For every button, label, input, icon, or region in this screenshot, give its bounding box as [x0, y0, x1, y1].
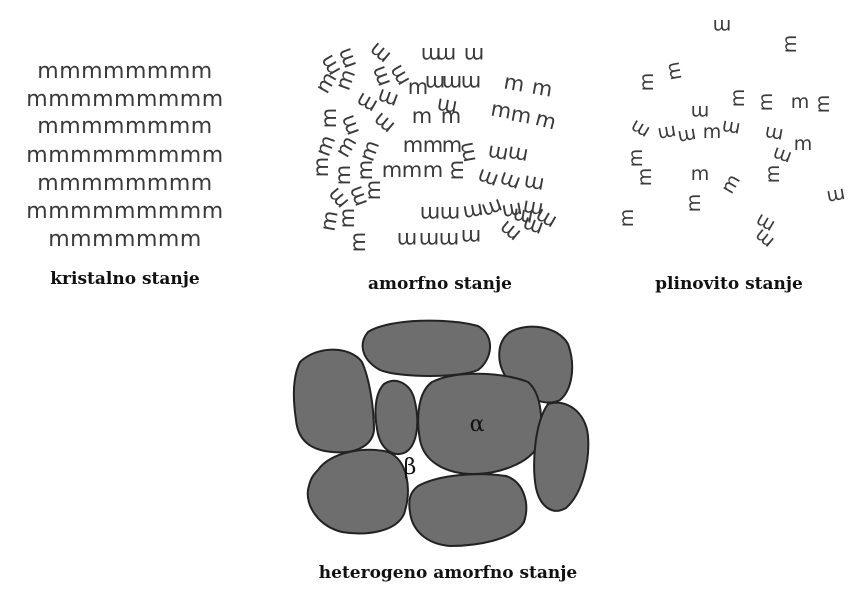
molecule-glyph: m	[683, 194, 705, 213]
molecule-glyph: m	[656, 120, 678, 145]
heterogeneous-grains	[294, 321, 589, 546]
molecule-glyph: m	[436, 43, 456, 67]
molecule-glyph: m	[691, 163, 710, 185]
grain	[308, 450, 408, 534]
molecule-glyph: m	[361, 180, 385, 200]
crystal-row: mmmmmmmmm	[26, 143, 223, 168]
molecule-glyph: m	[691, 101, 710, 123]
molecule-glyph: m	[662, 60, 687, 82]
molecule-glyph: m	[626, 115, 653, 143]
molecule-glyph: m	[720, 115, 742, 140]
molecule-glyph: m	[509, 102, 533, 129]
crystal-row: mmmmmmmm	[37, 114, 212, 139]
molecule-glyph: m	[423, 158, 443, 182]
molecule-glyph: m	[420, 202, 440, 226]
molecule-glyph: m	[530, 75, 554, 102]
molecule-glyph: m	[755, 93, 777, 112]
caption-heterogeneous: heterogeno amorfno stanje	[319, 563, 578, 583]
molecule-glyph: m	[794, 133, 813, 155]
grain	[534, 403, 588, 511]
molecule-glyph: m	[703, 121, 722, 143]
molecule-glyph: m	[397, 228, 417, 252]
molecule-glyph: m	[461, 225, 481, 249]
molecule-glyph: m	[636, 73, 658, 92]
caption-crystalline: kristalno stanje	[50, 269, 200, 289]
molecule-glyph: m	[676, 123, 698, 148]
crystal-row: mmmmmmmmm	[26, 199, 223, 224]
molecule-glyph: m	[364, 38, 395, 70]
molecule-glyph: m	[382, 158, 402, 182]
phase-beta-label: β	[404, 455, 417, 480]
molecule-glyph: m	[762, 165, 784, 184]
molecule-glyph: m	[763, 121, 785, 146]
molecule-glyph: m	[353, 160, 377, 180]
molecule-glyph: m	[403, 133, 423, 157]
molecule-glyph: m	[825, 183, 847, 208]
molecule-glyph: m	[419, 228, 439, 252]
molecule-glyph: m	[439, 228, 459, 252]
grain	[294, 350, 374, 453]
grain	[376, 381, 418, 454]
crystalline-panel: mmmmmmmmmmmmmmmmmmmmmmmmmmmmmmmmmmmmmmmm…	[26, 59, 223, 252]
molecule-glyph: m	[402, 158, 422, 182]
molecule-glyph: m	[625, 149, 647, 168]
molecule-glyph: m	[727, 89, 749, 108]
molecule-glyph: m	[717, 170, 745, 197]
molecule-glyph: m	[779, 35, 801, 54]
molecule-glyph: m	[444, 160, 468, 180]
molecule-glyph: m	[346, 232, 370, 252]
crystal-row: mmmmmmmm	[37, 171, 212, 196]
grain	[409, 474, 526, 546]
molecule-glyph: m	[335, 208, 359, 228]
molecule-glyph: m	[713, 15, 732, 37]
molecule-glyph: m	[441, 104, 461, 128]
molecule-glyph: m	[502, 70, 526, 97]
molecule-glyph: m	[522, 170, 546, 197]
molecule-glyph: m	[331, 165, 355, 185]
molecule-glyph: m	[442, 71, 462, 95]
molecule-glyph: m	[533, 106, 559, 134]
molecule-glyph: m	[309, 157, 333, 177]
caption-gas: plinovito stanje	[655, 274, 803, 294]
crystal-row: mmmmmmm	[48, 227, 202, 252]
molecule-glyph: m	[412, 104, 432, 128]
molecule-glyph: m	[634, 168, 656, 187]
grain	[363, 321, 490, 376]
crystal-row: mmmmmmmm	[37, 59, 212, 84]
phase-alpha-label: α	[470, 412, 485, 437]
molecule-glyph: m	[791, 91, 810, 113]
molecule-glyph: m	[461, 71, 481, 95]
molecule-glyph: m	[408, 75, 428, 99]
molecule-glyph: m	[812, 95, 834, 114]
molecule-glyph: m	[616, 209, 638, 228]
caption-amorphous: amorfno stanje	[368, 274, 512, 294]
molecule-glyph: m	[440, 202, 460, 226]
crystal-row: mmmmmmmmm	[26, 87, 223, 112]
molecule-glyph: m	[511, 203, 535, 230]
molecule-glyph: m	[464, 43, 484, 67]
molecule-glyph: m	[506, 141, 530, 168]
molecule-glyph: m	[423, 133, 443, 157]
